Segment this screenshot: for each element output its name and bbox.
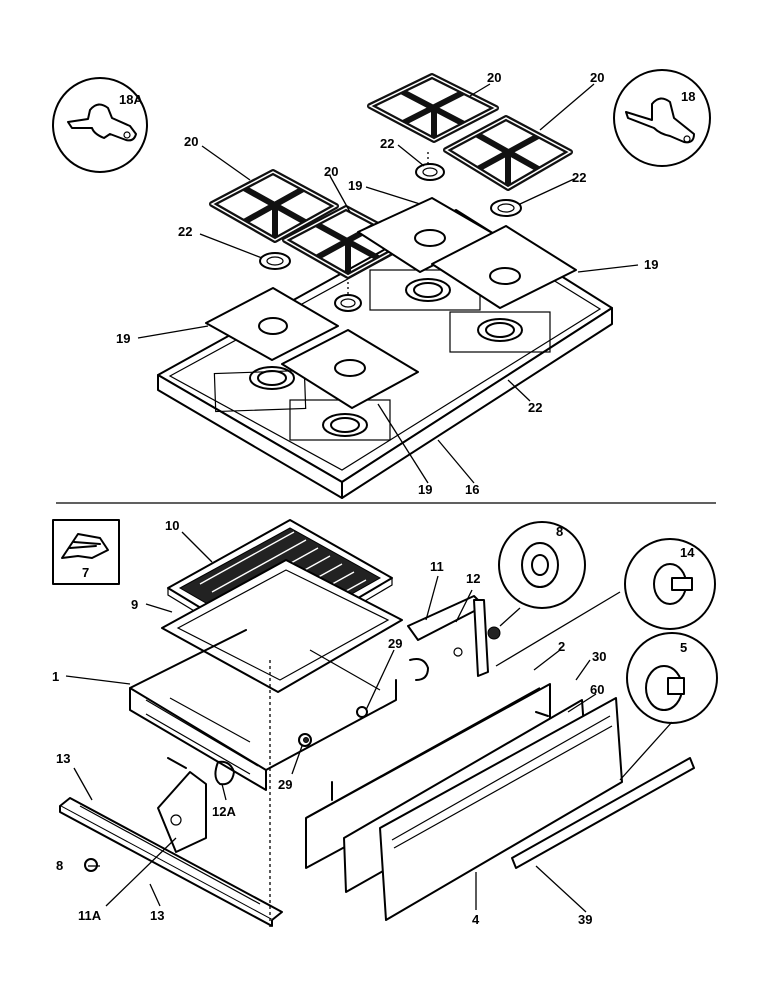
label-60: 60	[590, 682, 604, 697]
detail-circle-14	[624, 538, 716, 630]
label-8-bottom: 8	[56, 858, 63, 873]
burner-grate-rear-left	[367, 73, 499, 143]
label-13-upper: 13	[56, 751, 70, 766]
label-22-front: 22	[528, 400, 542, 415]
label-14: 14	[680, 545, 695, 560]
label-2: 2	[558, 639, 565, 654]
detail-circle-18	[613, 69, 711, 167]
burner-pan-right	[431, 225, 577, 309]
label-13-lower: 13	[150, 908, 164, 923]
label-39: 39	[578, 912, 592, 927]
label-20-rear-right: 20	[590, 70, 604, 85]
label-7: 7	[82, 565, 89, 580]
burner-pan-front	[281, 329, 419, 409]
bracket-11a	[157, 771, 207, 853]
label-19-front: 19	[418, 482, 432, 497]
burner-grate-rear-right	[443, 115, 573, 191]
lower-rail	[59, 797, 283, 927]
detail-circle-5	[626, 632, 718, 724]
detail-circle-8	[498, 521, 586, 609]
label-19-right: 19	[644, 257, 658, 272]
label-22-rear: 22	[380, 136, 394, 151]
label-9: 9	[131, 597, 138, 612]
detail-box-7	[52, 519, 120, 585]
label-1: 1	[52, 669, 59, 684]
broiler-drawer-body	[129, 629, 397, 791]
label-20-rear: 20	[487, 70, 501, 85]
label-8-top: 8	[556, 524, 563, 539]
bottom-leader-lines	[65, 531, 673, 930]
label-4: 4	[472, 912, 480, 927]
top-leader-lines	[137, 83, 639, 484]
detail-circle-18a	[52, 77, 148, 173]
label-10: 10	[165, 518, 179, 533]
label-18a: 18A	[119, 92, 143, 107]
burner-pan-left	[205, 287, 339, 361]
label-22-left: 22	[178, 224, 192, 239]
side-rail-right	[407, 595, 489, 677]
grate-ring-parts	[259, 163, 522, 312]
label-20-center: 20	[324, 164, 338, 179]
label-11: 11	[430, 559, 444, 574]
label-19-rear: 19	[348, 178, 362, 193]
label-16: 16	[465, 482, 479, 497]
trim-strip	[511, 757, 695, 869]
label-29-lower: 29	[278, 777, 292, 792]
drawer-door-panel	[379, 697, 623, 921]
broiler-pan	[161, 559, 403, 693]
label-11a: 11A	[78, 908, 102, 923]
label-20-left: 20	[184, 134, 198, 149]
label-12a: 12A	[212, 804, 236, 819]
burner-grate-left	[209, 169, 339, 243]
label-18: 18	[681, 89, 695, 104]
label-12: 12	[466, 571, 480, 586]
label-19-left: 19	[116, 331, 130, 346]
label-5: 5	[680, 640, 687, 655]
hardware-parts	[84, 626, 549, 872]
label-30: 30	[592, 649, 606, 664]
label-29-upper: 29	[388, 636, 402, 651]
label-22-right: 22	[572, 170, 586, 185]
